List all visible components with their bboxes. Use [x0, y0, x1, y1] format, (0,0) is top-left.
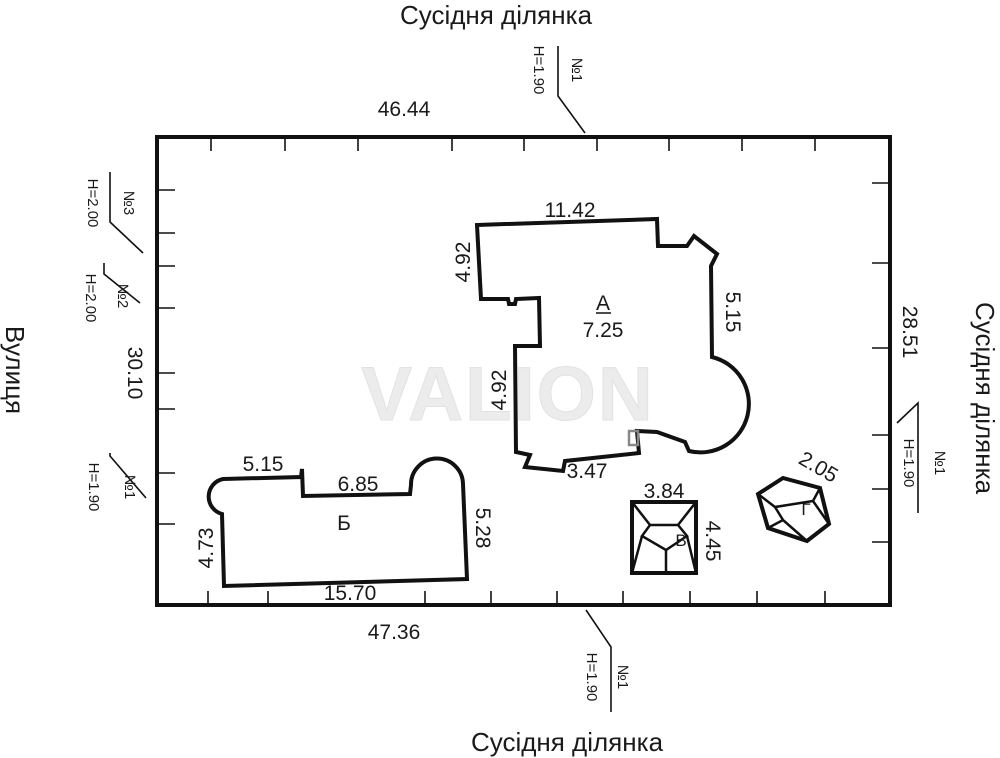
- fence-marker-no: №2: [114, 284, 131, 308]
- fence-marker-height: H=1.90: [530, 46, 547, 95]
- dim-a-bottom: 3.47: [567, 460, 608, 483]
- fence-marker-height: H=1.90: [85, 463, 102, 512]
- fence-marker-right: №1 H=1.90: [896, 401, 948, 513]
- dim-b-bottom: 15.70: [324, 582, 377, 605]
- dim-a-right: 5.15: [721, 292, 744, 333]
- fence-marker-left-2: №2 H=2.00: [82, 263, 141, 323]
- building-v: В 3.84 4.45: [630, 480, 724, 575]
- building-a-height: 7.25: [583, 319, 624, 342]
- fence-marker-left-3: №1 H=1.90: [85, 453, 147, 512]
- fence-marker-no: №1: [931, 451, 948, 475]
- building-v-outline: [630, 500, 698, 575]
- fence-marker-top: №1 H=1.90: [530, 46, 586, 134]
- fence-marker-height: H=1.90: [900, 439, 917, 488]
- fence-marker-height: H=1.90: [583, 653, 600, 702]
- dim-a-top: 11.42: [545, 199, 596, 222]
- dim-b-left: 4.73: [195, 528, 218, 569]
- boundary-ticks: [157, 137, 890, 605]
- plot-side-bottom: 47.36: [368, 621, 421, 644]
- building-v-letter: В: [675, 531, 686, 550]
- fence-marker-no: №3: [120, 191, 137, 215]
- neighbor-label-top: Сусідня ділянка: [400, 0, 593, 30]
- fence-marker-left-1: №3 H=2.00: [84, 172, 144, 254]
- fence-marker-no: №1: [614, 665, 631, 689]
- fence-marker-no: №1: [121, 475, 138, 499]
- plot-side-left: 30.10: [123, 347, 146, 400]
- neighbor-label-right: Сусідня ділянка: [970, 302, 1000, 495]
- neighbor-label-bottom: Сусідня ділянка: [471, 727, 664, 757]
- building-g-letter: Г: [801, 500, 810, 519]
- watermark: VALION: [361, 352, 654, 437]
- building-a-outline: [474, 216, 751, 474]
- building-g: Г 2.05: [755, 447, 842, 544]
- dim-b-top-left: 5.15: [243, 453, 284, 476]
- dim-a-left-lower: 4.92: [488, 370, 511, 411]
- dim-v-right: 4.45: [701, 521, 724, 562]
- building-b-letter: Б: [337, 512, 351, 535]
- building-v-roof: [640, 523, 689, 552]
- dim-b-top-mid: 6.85: [338, 473, 379, 496]
- building-b: Б 5.15 6.85 4.73 5.28 15.70: [195, 453, 494, 605]
- plot-side-top: 46.44: [378, 98, 431, 121]
- plot-side-right: 28.51: [898, 306, 921, 359]
- building-a-letter: А: [596, 292, 610, 315]
- street-label: Вулиця: [0, 326, 30, 414]
- building-a-notch: [627, 429, 640, 447]
- dim-v-top: 3.84: [644, 480, 685, 503]
- building-b-outline: [206, 456, 470, 589]
- dim-a-left-upper: 4.92: [452, 242, 475, 283]
- dim-b-right: 5.28: [471, 508, 494, 549]
- building-a: А 7.25 11.42 4.92 5.15 4.92 3.47: [452, 199, 751, 483]
- fence-marker-bottom: №1 H=1.90: [583, 609, 631, 712]
- fence-marker-no: №1: [568, 58, 585, 82]
- fence-marker-height: H=2.00: [82, 274, 99, 323]
- fence-marker-height: H=2.00: [84, 179, 101, 228]
